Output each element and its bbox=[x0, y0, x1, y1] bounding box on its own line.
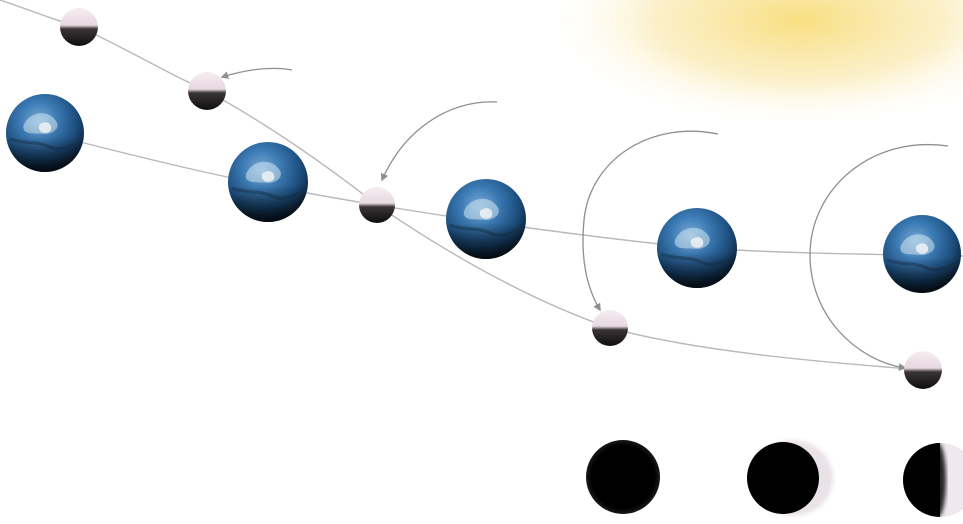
earth-icon bbox=[883, 215, 961, 293]
earth-icon bbox=[657, 208, 737, 288]
orbit-arrow bbox=[382, 102, 497, 180]
moon-icon bbox=[359, 187, 395, 223]
moon-icon bbox=[904, 351, 942, 389]
earth-icon bbox=[228, 142, 308, 222]
moon-icon bbox=[592, 310, 628, 346]
earth-icon bbox=[6, 94, 84, 172]
orbit-arrow bbox=[222, 68, 292, 77]
moon-icon bbox=[60, 8, 98, 46]
moon-icon bbox=[188, 72, 226, 110]
sun-glow bbox=[540, 0, 963, 130]
moon-phase-icon bbox=[903, 443, 963, 517]
moon-phase-icon bbox=[747, 440, 833, 516]
earth-icon bbox=[446, 179, 526, 259]
moon-phase-icon bbox=[586, 440, 660, 514]
